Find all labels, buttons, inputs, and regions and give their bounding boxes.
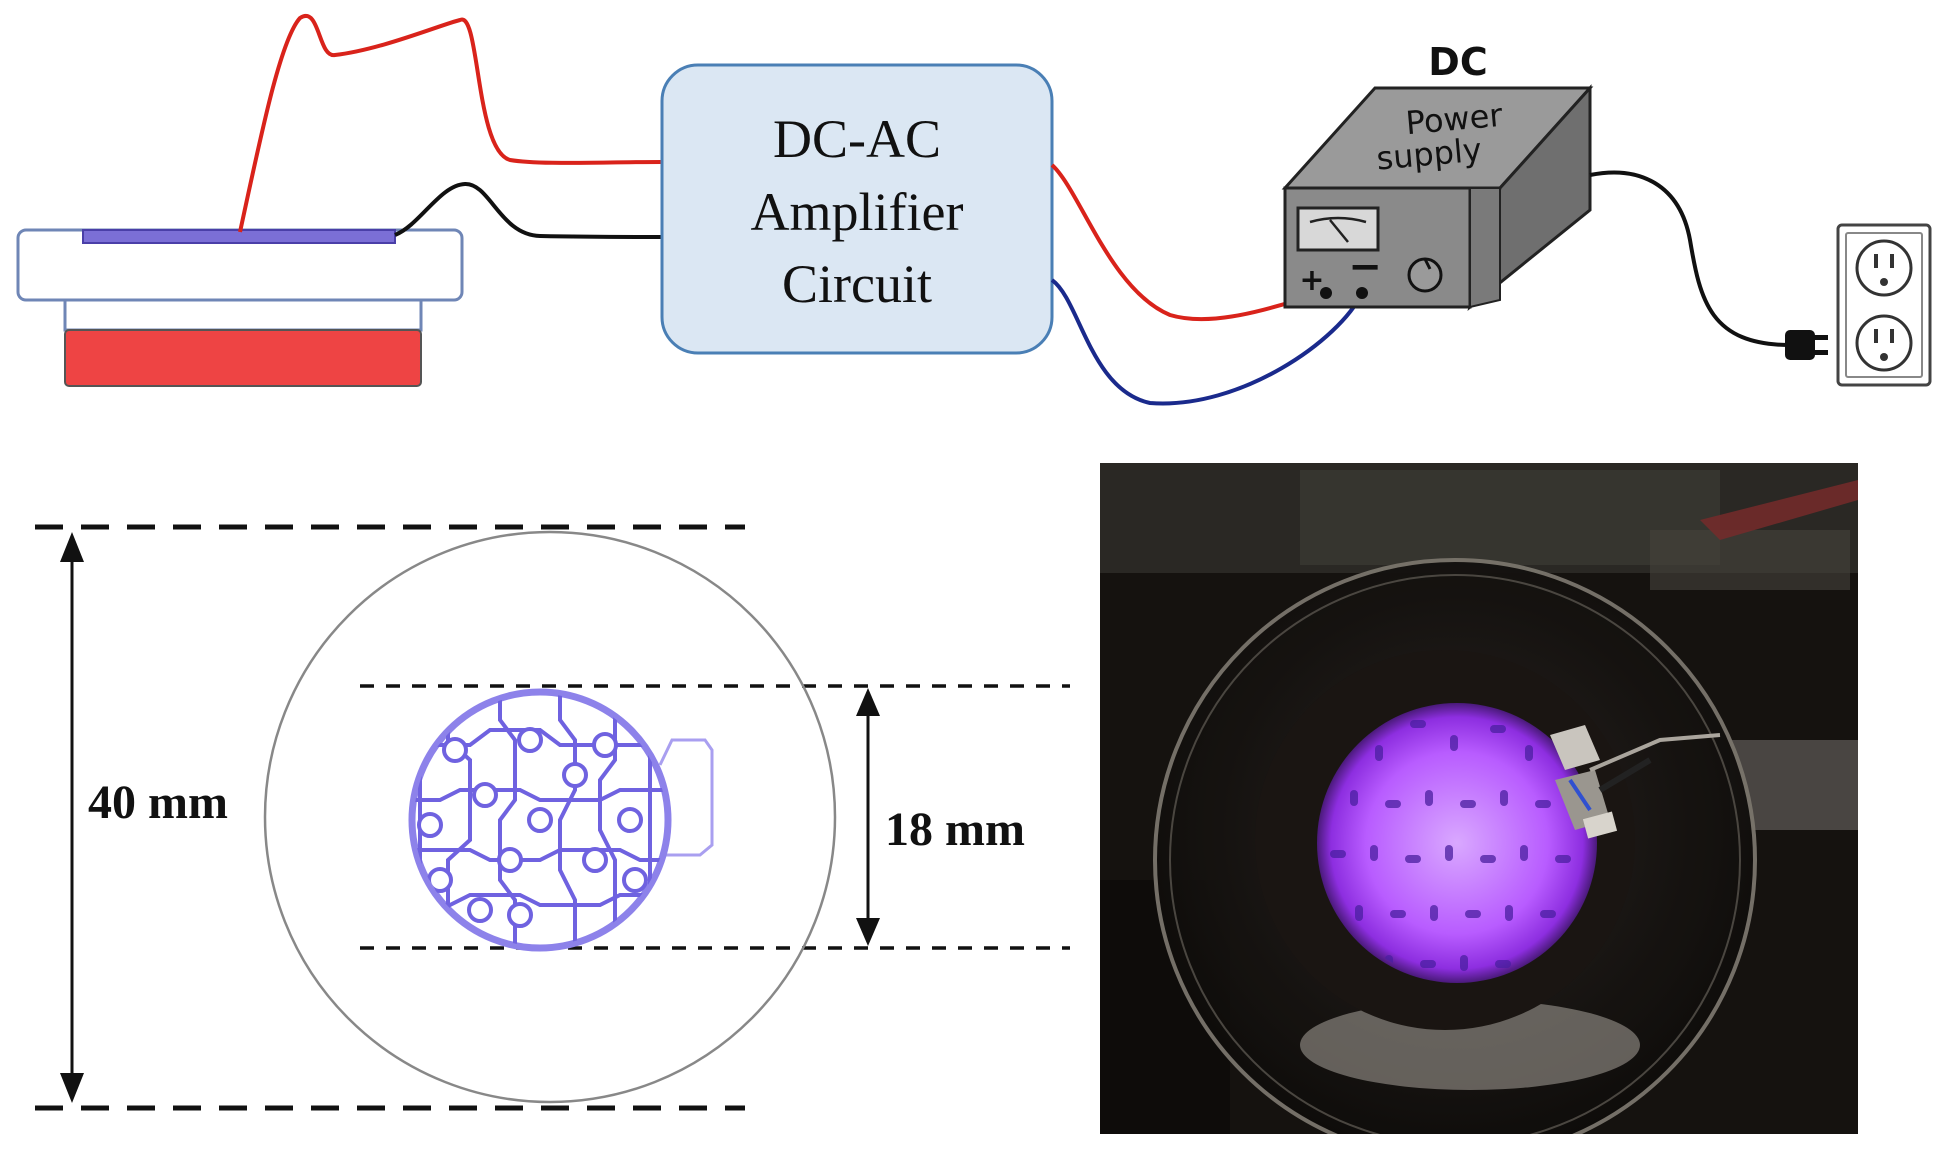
supply-front-right [1469,187,1501,309]
meter-needle [1309,216,1367,243]
amplifier-label-line3: Circuit [782,254,932,314]
dimension-drawing: 40 mm 18 mm [35,524,1070,1111]
outer-arrow-head-top [60,532,84,562]
electrode-strip [82,229,396,244]
blue-wire-supply [1050,278,1364,406]
amplifier-box: DC-AC Amplifier Circuit [660,63,1054,355]
wall-outlet-icon [1836,223,1932,387]
inner-arrow-head-bottom [856,918,880,946]
plasma-photo [1100,463,1858,1134]
plate-base [63,298,423,332]
plug-icon [1785,330,1828,360]
power-cord [1589,170,1791,347]
outer-dimension-label: 40 mm [88,776,228,829]
power-supply-title: DC [1428,40,1487,84]
minus-terminal-label: − [1348,244,1382,290]
minus-terminal [1356,287,1368,299]
plasma-discharge [1317,703,1597,983]
outer-dish-circle [263,530,837,1104]
outer-arrow-head-bottom [60,1073,84,1103]
inner-dimension-label: 18 mm [885,803,1025,856]
amplifier-body [660,63,1054,355]
electrode-tab [658,738,714,857]
amplifier-label-line1: DC-AC [773,109,941,169]
black-wire-plate [394,181,663,239]
outer-label-bg [84,775,259,835]
amplifier-label-line2: Amplifier [751,182,964,242]
plus-terminal [1320,287,1332,299]
knob-pointer [1423,258,1432,270]
hot-plate-assembly [16,228,464,387]
electrode-pattern [408,688,714,952]
supply-label-supply: supply [1375,131,1483,178]
knob-icon [1407,257,1443,293]
red-wire-supply [1050,163,1327,322]
inner-arrow-head-top [856,688,880,716]
electrode-clip [1550,725,1721,839]
supply-label-power: Power [1404,96,1505,142]
dc-power-supply: DC Power supply + − [1281,40,1594,311]
heater-block [64,329,422,387]
red-wire-plate [238,14,663,233]
